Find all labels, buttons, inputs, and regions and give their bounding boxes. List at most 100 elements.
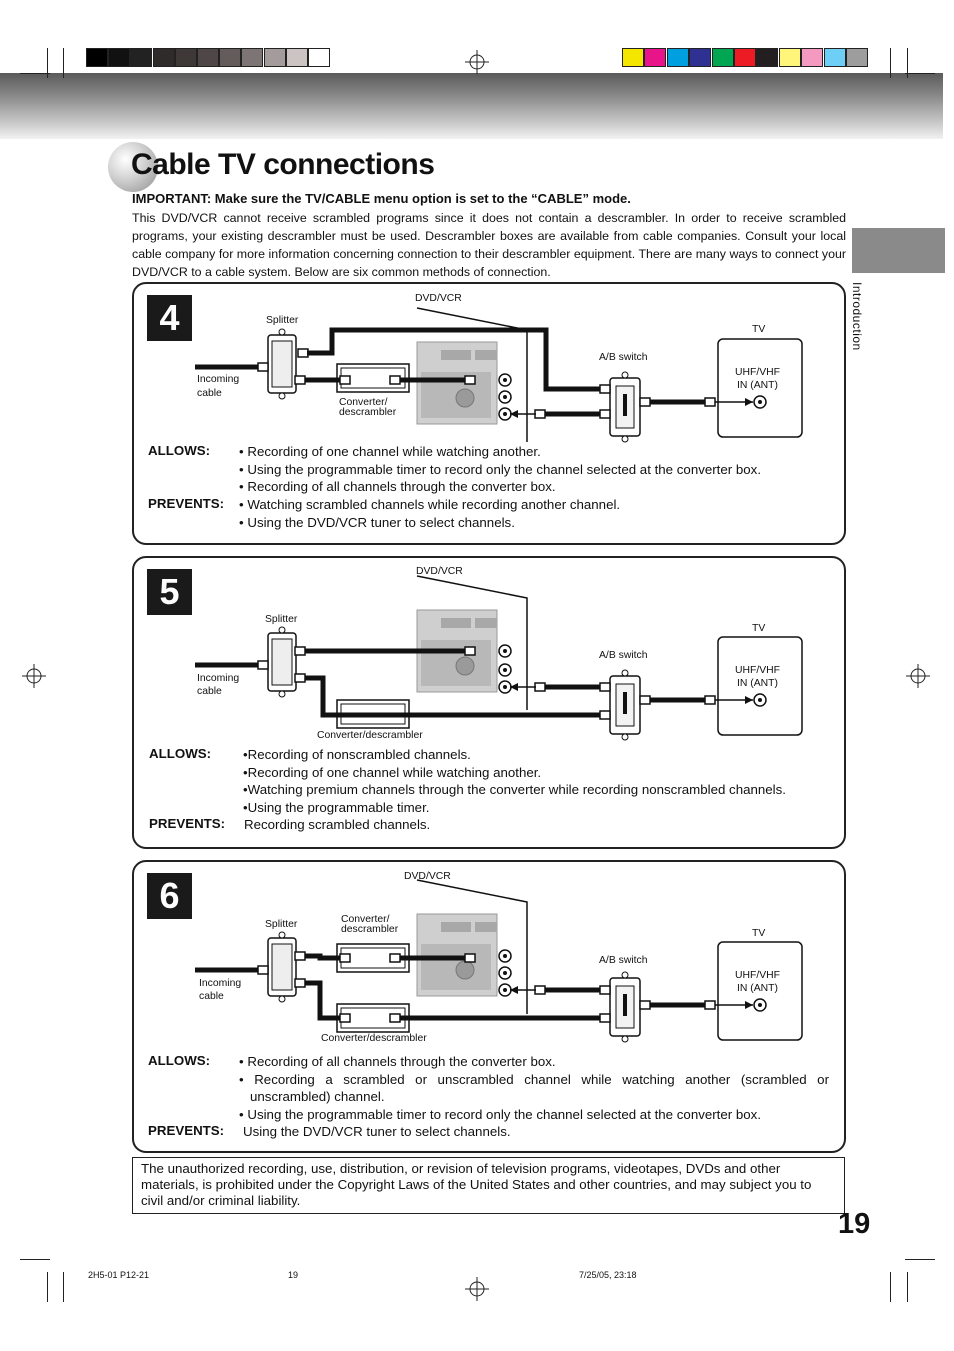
coax-cable (307, 327, 605, 392)
section-tab-label: Introduction (850, 282, 864, 351)
method-number-4: 4 (147, 295, 192, 341)
ab-switch-lever (623, 692, 627, 714)
ab-switch-label: A/B switch (599, 650, 648, 661)
allows-item-continued: unscrambled) channel. (250, 1089, 385, 1104)
input-label-plate (441, 618, 471, 628)
f-connector (297, 348, 309, 358)
footer-timestamp: 7/25/05, 23:18 (579, 1270, 637, 1280)
gray-swatch (174, 48, 197, 67)
prevents-item: • Using the DVD/VCR tuner to select chan… (239, 515, 515, 530)
crop-mark (20, 1259, 50, 1260)
converter-descrambler-label: Converter/descrambler (321, 1033, 427, 1044)
f-connector (534, 682, 546, 692)
tv-label: TV (752, 623, 766, 634)
registration-mark-bottom (465, 1277, 489, 1301)
f-connector (339, 953, 351, 963)
arrow-head (510, 683, 518, 691)
gray-swatch (86, 48, 108, 67)
s-video-jack (455, 960, 475, 980)
f-connector (257, 965, 269, 975)
allows-item: •Using the programmable timer. (243, 800, 430, 815)
crop-mark (890, 48, 891, 78)
rf-jack-pin (503, 988, 507, 992)
gray-swatch (108, 48, 131, 67)
gray-swatch (308, 48, 330, 67)
gray-swatch (197, 48, 219, 67)
page-number: 19 (838, 1208, 871, 1240)
mount-hole (278, 392, 286, 400)
rf-jack-pin (503, 378, 507, 382)
cable-label: cable (199, 991, 224, 1002)
f-connector (704, 1000, 716, 1010)
intro-paragraph: This DVD/VCR cannot receive scrambled pr… (132, 211, 846, 279)
crop-mark (890, 1272, 891, 1302)
uhf-vhf-label: UHF/VHF (735, 665, 781, 676)
incoming-label: Incoming (199, 978, 242, 989)
gray-swatch (152, 48, 175, 67)
allows-label: ALLOWS: (148, 1053, 211, 1068)
prevents-item: • Watching scrambled channels while reco… (239, 497, 621, 512)
f-connector (534, 985, 546, 995)
arrow-head (510, 410, 518, 418)
allows-item: •Recording of one channel while watching… (243, 765, 542, 780)
f-connector (257, 362, 269, 372)
dvdvcr-label: DVD/VCR (416, 566, 463, 577)
mount-hole (278, 931, 286, 939)
prevents-label: PREVENTS: (148, 1123, 225, 1138)
arrow-head (745, 398, 753, 406)
allows-item: •Watching premium channels through the c… (243, 782, 786, 797)
f-connector (464, 375, 476, 385)
method-number-5: 5 (147, 569, 192, 615)
crop-mark (905, 73, 935, 74)
f-connector (599, 682, 611, 692)
mount-hole (621, 971, 629, 979)
coax-cable (300, 980, 345, 1021)
f-connector (464, 953, 476, 963)
arrow-head (745, 1001, 753, 1009)
coax-cable (300, 953, 345, 961)
splitter-panel (271, 340, 293, 388)
rf-jack-pin (758, 698, 762, 702)
mount-hole (278, 690, 286, 698)
crop-mark (907, 48, 908, 78)
mount-hole (278, 328, 286, 336)
mount-hole (621, 669, 629, 677)
descrambler-label: descrambler (339, 407, 397, 418)
allows-item: • Recording of all channels through the … (239, 479, 556, 494)
in-ant-label: IN (ANT) (737, 380, 778, 391)
cable-label: cable (197, 686, 222, 697)
mount-hole (278, 995, 286, 1003)
ab-switch-label: A/B switch (599, 352, 648, 363)
crop-mark (905, 1259, 935, 1260)
f-connector (389, 375, 401, 385)
gray-swatch (130, 48, 153, 67)
f-connector (464, 646, 476, 656)
header-gradient-band (0, 73, 943, 139)
gray-swatch (241, 48, 264, 67)
prevents-item: Recording scrambled channels. (244, 817, 431, 832)
converter-descrambler-label: Converter/descrambler (317, 730, 423, 741)
color-swatch (711, 48, 734, 67)
uhf-vhf-label: UHF/VHF (735, 367, 781, 378)
incoming-label: Incoming (197, 673, 240, 684)
footer-page: 19 (288, 1270, 299, 1280)
color-swatch (666, 48, 689, 67)
uhf-label-plate (475, 618, 497, 628)
f-connector (704, 695, 716, 705)
registration-mark-right (906, 664, 930, 688)
crop-mark (63, 1272, 64, 1302)
splitter-panel (271, 943, 293, 991)
f-connector (599, 1013, 611, 1023)
f-connector (294, 673, 306, 683)
f-connector (339, 1013, 351, 1023)
color-swatch (756, 48, 779, 67)
registration-mark-left (22, 664, 46, 688)
mount-hole (621, 435, 629, 443)
color-swatch (644, 48, 667, 67)
f-connector (339, 375, 351, 385)
f-connector (599, 985, 611, 995)
f-connector (599, 710, 611, 720)
uhf-vhf-label: UHF/VHF (735, 970, 781, 981)
incoming-label: Incoming (197, 374, 240, 385)
f-connector (294, 646, 306, 656)
